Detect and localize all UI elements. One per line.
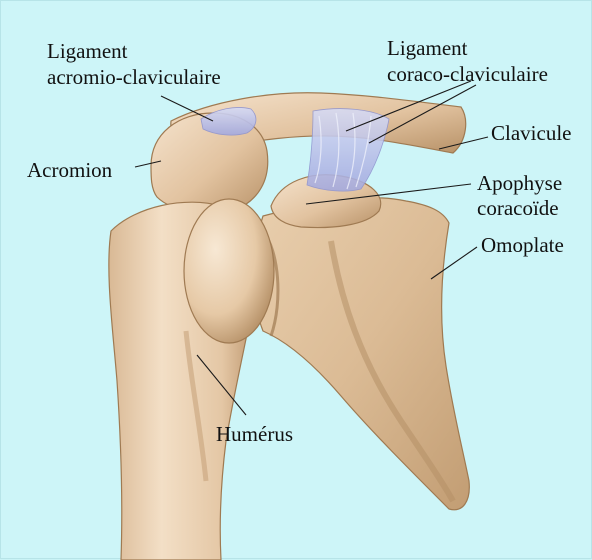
label-apophyse-line2: coracoïde (477, 196, 559, 220)
label-ligament-ac-line1: Ligament (47, 39, 127, 63)
label-apophyse-line1: Apophyse (477, 171, 562, 195)
label-humerus: Humérus (216, 422, 293, 446)
label-ligament-cc-line2: coraco-claviculaire (387, 62, 548, 86)
label-ligament-ac-line2: acromio-claviculaire (47, 65, 221, 89)
label-acromion: Acromion (27, 158, 112, 182)
label-clavicule: Clavicule (491, 121, 571, 145)
label-ligament-cc-line1: Ligament (387, 36, 467, 60)
label-omoplate: Omoplate (481, 233, 564, 257)
humeral-head (184, 199, 274, 343)
